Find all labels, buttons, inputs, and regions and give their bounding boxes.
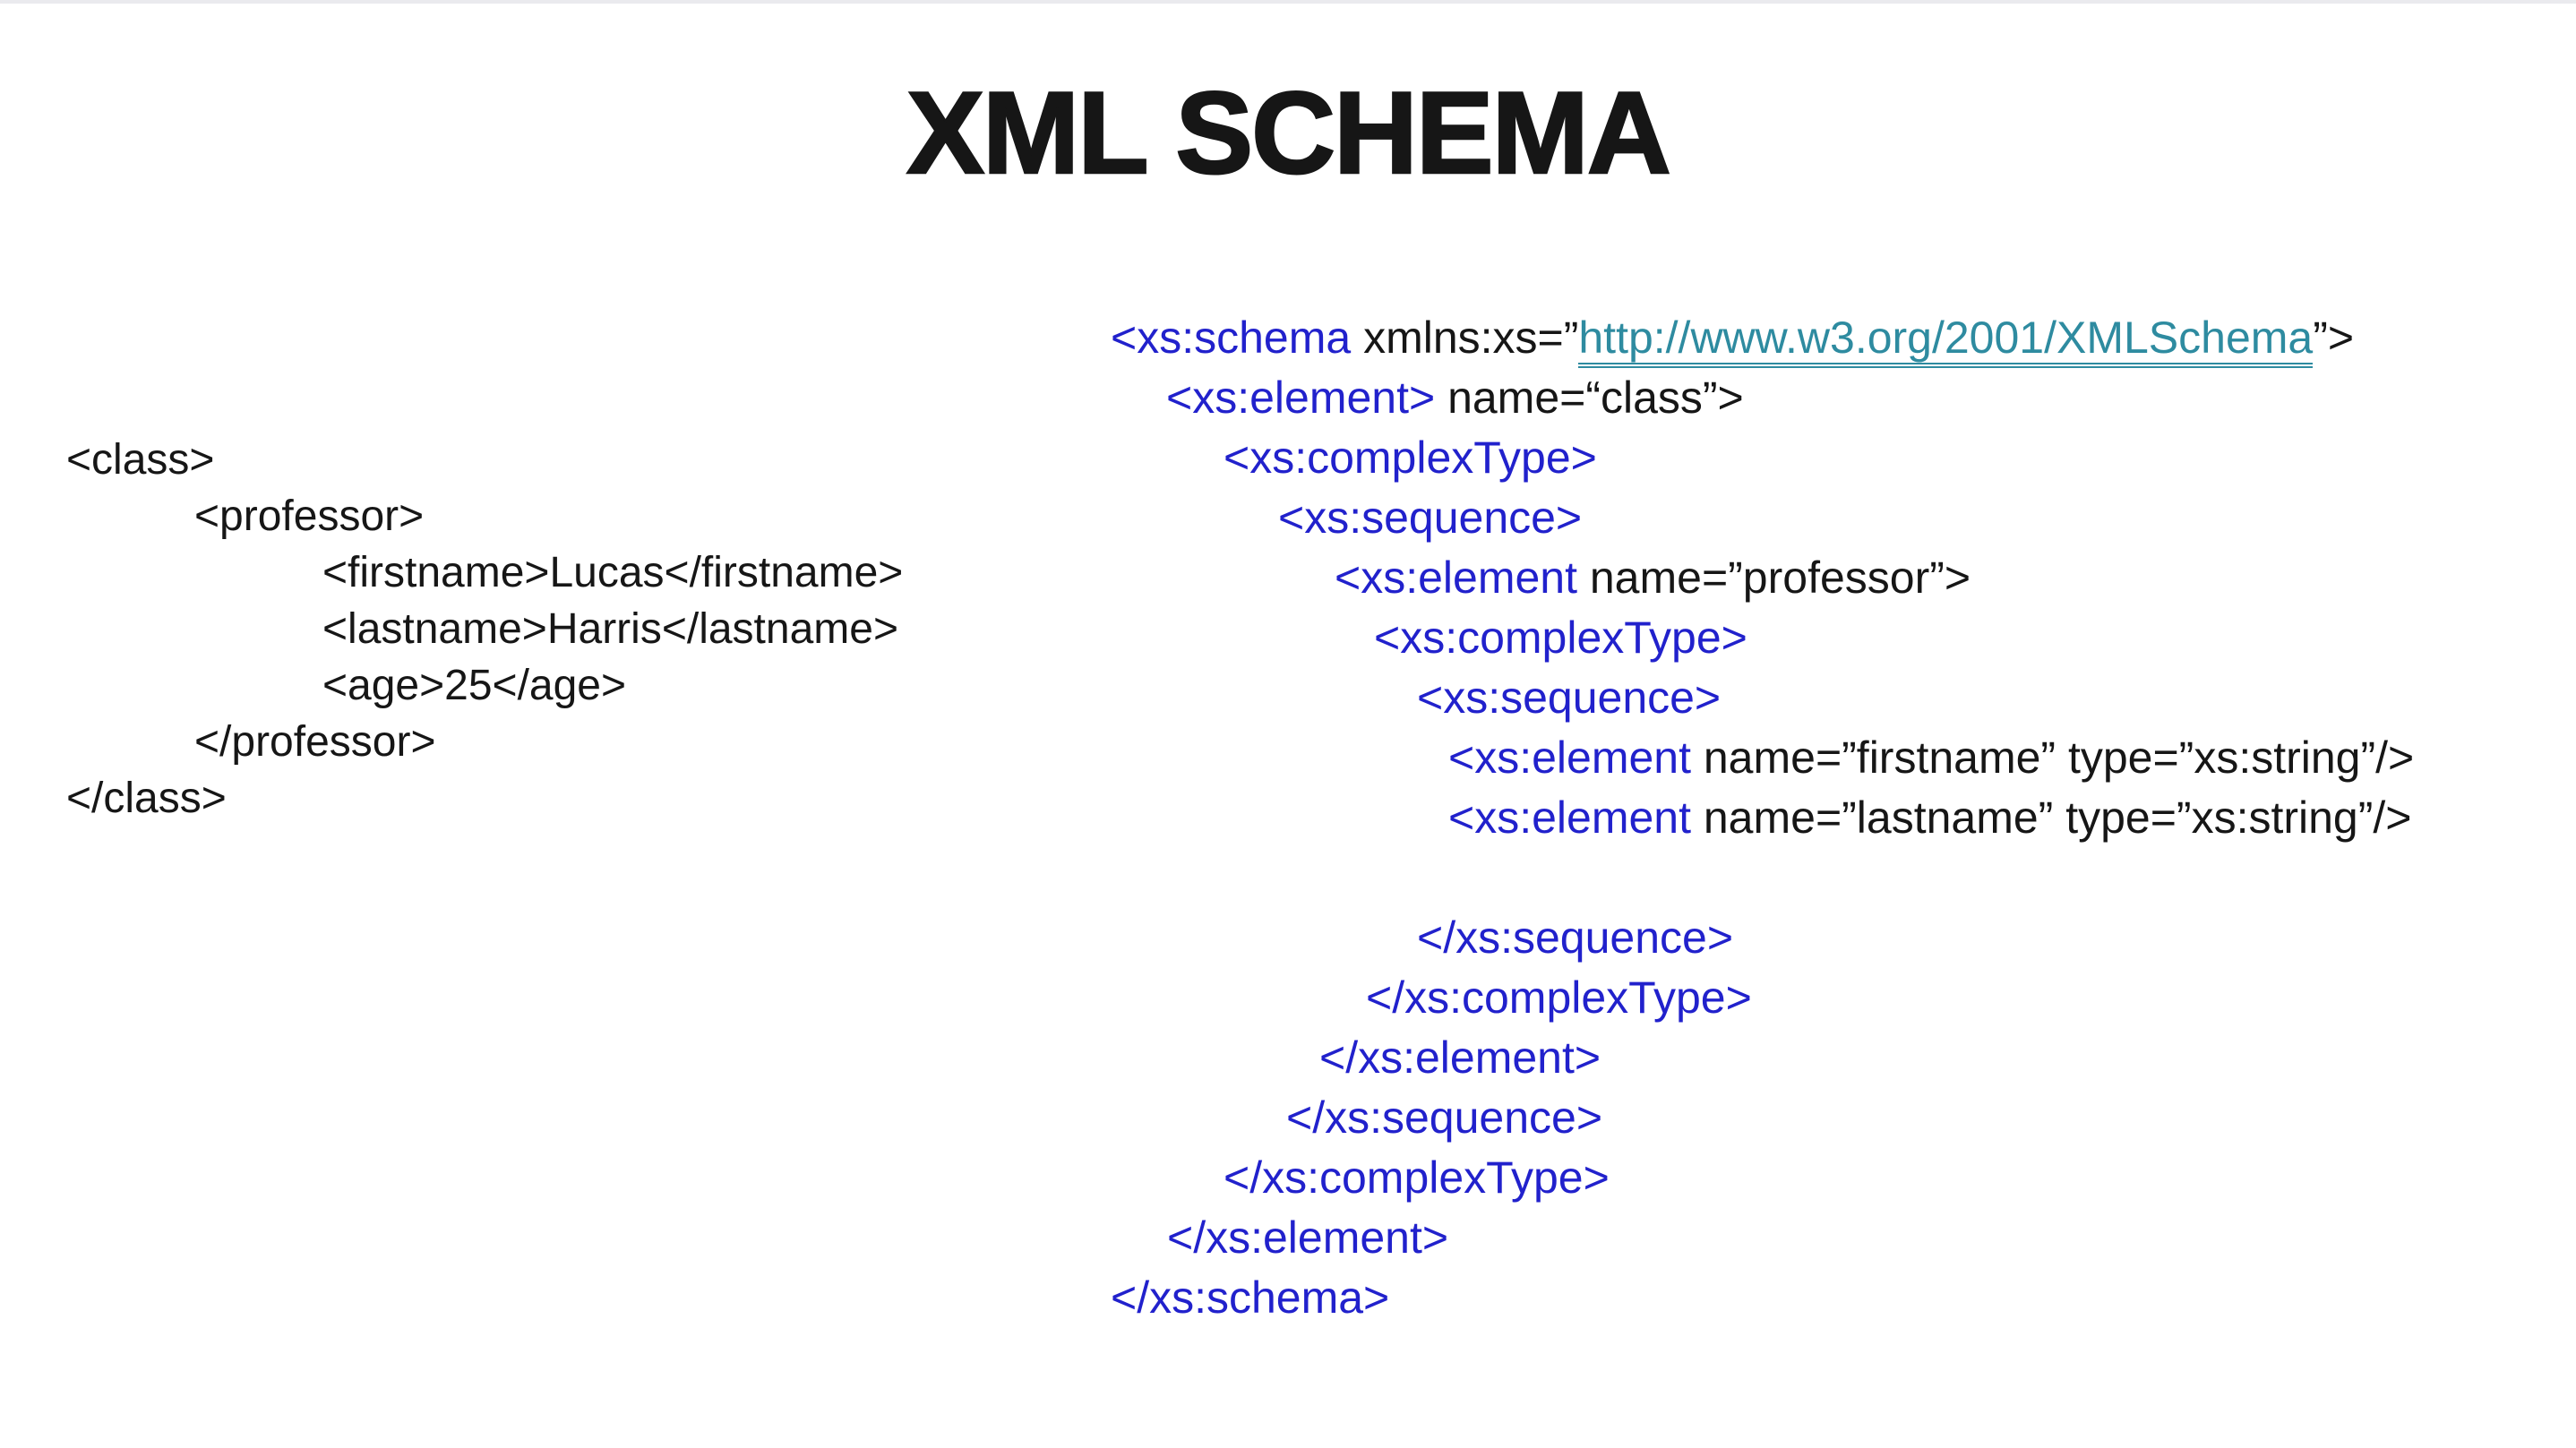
schema-attr-text: xmlns:xs=” <box>1351 313 1579 363</box>
schema-code-line: </xs:complexType> <box>1366 968 2414 1028</box>
schema-attr-text: name=”professor”> <box>1576 553 1971 603</box>
schema-tag-text: <xs:sequence> <box>1417 673 1722 723</box>
schema-tag-text: </xs:sequence> <box>1417 912 1734 963</box>
schema-tag-text: <xs:schema <box>1111 313 1352 363</box>
xml-code-text: <firstname>Lucas</firstname> <box>322 549 904 596</box>
schema-code-line: </xs:schema> <box>1111 1268 2414 1328</box>
schema-code-line: <xs:element name=”professor”> <box>1335 548 2414 608</box>
xml-code-text: <lastname>Harris</lastname> <box>322 605 898 653</box>
schema-tag-text: </xs:complexType> <box>1224 1152 1610 1203</box>
schema-tag-text: <xs:element <box>1335 553 1577 603</box>
schema-tag-text: <xs:element> <box>1166 373 1436 423</box>
schema-code-line: <xs:complexType> <box>1374 608 2414 668</box>
schema-code-line: </xs:sequence> <box>1417 908 2414 968</box>
schema-code-line: <xs:schema xmlns:xs=”http://www.w3.org/2… <box>1111 308 2414 368</box>
schema-tag-text: </xs:element> <box>1319 1032 1601 1083</box>
xml-code-line: <professor> <box>194 488 903 544</box>
schema-tag-text: <xs:element <box>1448 793 1691 843</box>
schema-tag-text: <xs:sequence> <box>1278 493 1583 543</box>
schema-attr-text: name=”lastname” type=”xs:string”/> <box>1690 793 2412 843</box>
xml-example-block: <class> <professor> <firstname>Lucas</fi… <box>66 432 903 827</box>
xml-code-line: </class> <box>66 770 903 827</box>
schema-code-line: </xs:complexType> <box>1224 1148 2414 1208</box>
xml-code-text: </class> <box>66 775 227 822</box>
xml-code-line: <lastname>Harris</lastname> <box>322 601 903 657</box>
slide-title: XML SCHEMA <box>906 66 1672 200</box>
xml-code-line: </professor> <box>194 714 903 770</box>
xml-code-text: <professor> <box>194 493 425 540</box>
schema-code-line: <xs:complexType> <box>1224 428 2414 488</box>
schema-code-line: </xs:element> <box>1167 1208 2414 1268</box>
schema-code-line: </xs:sequence> <box>1286 1088 2414 1148</box>
xml-code-line: <firstname>Lucas</firstname> <box>322 544 903 601</box>
schema-code-line: <xs:element name=”firstname” type=”xs:st… <box>1448 728 2414 788</box>
schema-code-line: </xs:element> <box>1319 1028 2414 1088</box>
schema-code-line: <xs:element name=”lastname” type=”xs:str… <box>1448 788 2414 848</box>
schema-code-line: <xs:sequence> <box>1417 668 2414 728</box>
schema-tag-text: </xs:complexType> <box>1366 972 1752 1023</box>
schema-code-line: <xs:element> name=“class”> <box>1166 368 2414 428</box>
schema-tag-text: </xs:sequence> <box>1286 1092 1603 1143</box>
schema-tag-text: <xs:complexType> <box>1374 613 1747 663</box>
xml-code-line: <age>25</age> <box>322 657 903 714</box>
schema-attr-text: name=“class”> <box>1435 373 1744 423</box>
schema-blank-line <box>1111 848 2414 908</box>
schema-code-line: <xs:sequence> <box>1278 488 2414 548</box>
schema-tag-text: <xs:element <box>1448 733 1691 783</box>
xml-code-text: <class> <box>66 436 215 484</box>
xml-code-line: <class> <box>66 432 903 488</box>
schema-tag-text: <xs:complexType> <box>1224 433 1597 483</box>
schema-url-link[interactable]: http://www.w3.org/2001/XMLSchema <box>1578 313 2314 368</box>
schema-attr-text: ”> <box>2313 313 2355 363</box>
xml-code-text: <age>25</age> <box>322 662 627 709</box>
schema-tag-text: </xs:schema> <box>1111 1272 1390 1323</box>
schema-tag-text: </xs:element> <box>1167 1212 1449 1263</box>
xml-code-text: </professor> <box>194 718 436 766</box>
top-border-line <box>0 0 2576 4</box>
schema-code-block: <xs:schema xmlns:xs=”http://www.w3.org/2… <box>1111 308 2414 1328</box>
schema-attr-text: name=”firstname” type=”xs:string”/> <box>1690 733 2415 783</box>
